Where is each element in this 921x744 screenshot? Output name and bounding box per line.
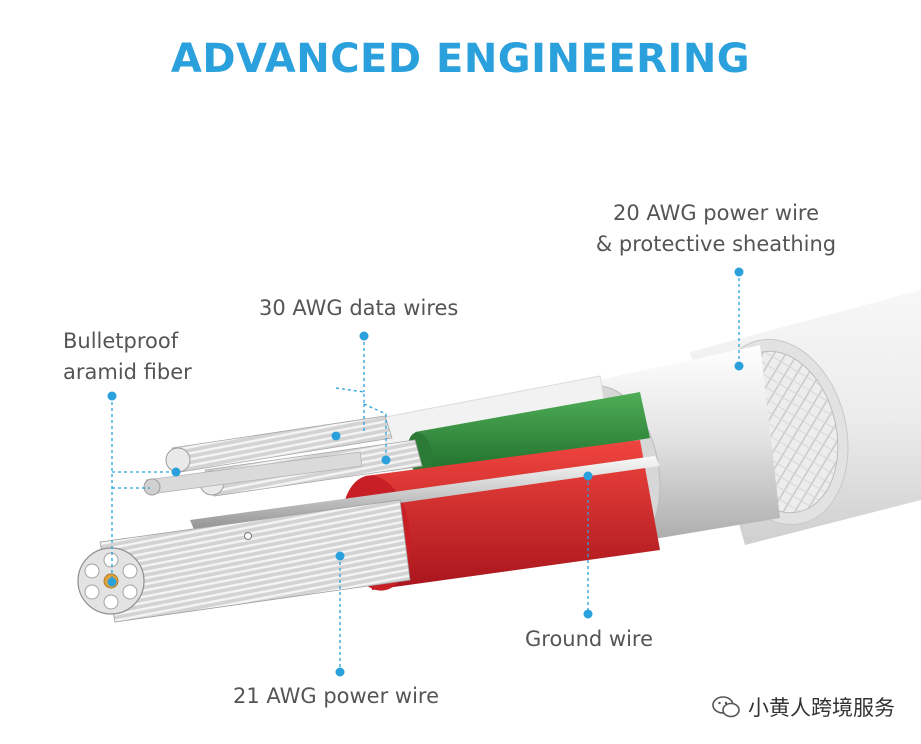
watermark-text: 小黄人跨境服务 <box>748 696 895 720</box>
label-21awg-power-wire: 21 AWG power wire <box>233 684 440 708</box>
page-title: ADVANCED ENGINEERING <box>170 36 751 82</box>
label-20awg-line1: 20 AWG power wire <box>612 201 819 225</box>
watermark: 小黄人跨境服务 <box>712 692 895 722</box>
callout-leader-lines <box>111 272 740 672</box>
label-aramid-line1: Bulletproof <box>63 329 179 353</box>
callout-dots <box>107 267 744 677</box>
label-ground-wire: Ground wire <box>525 627 654 651</box>
wechat-icon <box>712 696 740 718</box>
label-aramid-line2: aramid fiber <box>63 360 192 384</box>
label-20awg-power-wire: 20 AWG power wire & protective sheathing <box>594 198 838 260</box>
label-20awg-line2: & protective sheathing <box>595 232 837 256</box>
label-30awg-data-wires: 30 AWG data wires <box>259 296 459 320</box>
label-aramid-fiber: Bulletproof aramid fiber <box>63 326 192 388</box>
green-data-wire <box>415 392 650 476</box>
